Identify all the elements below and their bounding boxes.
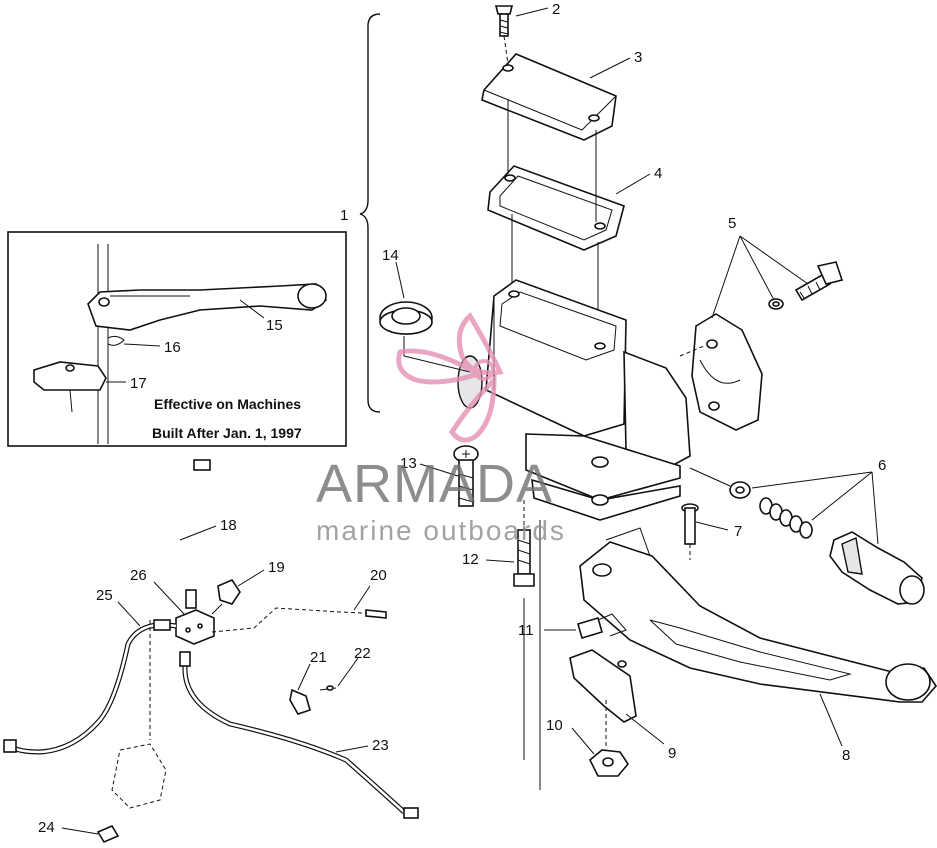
callout-23: 23 xyxy=(372,737,389,754)
callout-9: 9 xyxy=(668,745,676,762)
part-5-clamp xyxy=(679,261,844,431)
callout-13: 13 xyxy=(400,455,417,472)
callout-19: 19 xyxy=(268,559,285,576)
part-7-pivot-bolt xyxy=(681,503,699,560)
part-12-screw xyxy=(513,500,535,587)
callout-12: 12 xyxy=(462,551,479,568)
assembly-bracket xyxy=(359,13,381,413)
inset-caption-line-1: Effective on Machines xyxy=(154,396,301,412)
callouts: 1 2 3 4 5 6 7 8 9 10 11 12 13 14 15 xyxy=(38,1,886,836)
callout-18: 18 xyxy=(220,517,237,534)
part-13-banjo-bolt xyxy=(453,445,479,507)
callout-10: 10 xyxy=(546,717,563,734)
callout-11: 11 xyxy=(518,622,534,639)
pink-propeller-logo xyxy=(396,312,504,443)
watermark-tagline: marine outboards xyxy=(316,515,566,546)
callout-15: 15 xyxy=(266,317,283,334)
hose-assembly xyxy=(3,459,419,844)
inset-box: Effective on Machines Built After Jan. 1… xyxy=(7,231,347,447)
callout-17: 17 xyxy=(130,375,147,392)
callout-22: 22 xyxy=(354,645,371,662)
part-3-cover xyxy=(481,53,617,141)
callout-25: 25 xyxy=(96,587,113,604)
part-11-set-screw xyxy=(577,613,627,639)
part-6-piston-kit xyxy=(689,467,925,605)
callout-3: 3 xyxy=(634,49,642,66)
callout-5: 5 xyxy=(728,215,736,232)
callout-1: 1 xyxy=(340,207,348,224)
part-17-inset-block xyxy=(33,361,107,413)
callout-24: 24 xyxy=(38,819,55,836)
part-14-seal xyxy=(379,301,471,373)
callout-21: 21 xyxy=(310,649,327,666)
part-4-gasket xyxy=(487,165,625,251)
part-16-inset-spring xyxy=(107,335,125,346)
callout-26: 26 xyxy=(130,567,147,584)
watermark: ARMADA marine outboards xyxy=(316,312,566,546)
watermark-brand: ARMADA xyxy=(316,454,553,514)
inset-caption-line-2: Built After Jan. 1, 1997 xyxy=(152,425,302,441)
callout-6: 6 xyxy=(878,457,886,474)
part-10-nut xyxy=(589,700,629,777)
callout-2: 2 xyxy=(552,1,560,18)
callout-4: 4 xyxy=(654,165,662,182)
callout-8: 8 xyxy=(842,747,850,764)
callout-20: 20 xyxy=(370,567,387,584)
part-2-screw xyxy=(494,5,514,65)
part-8-lever xyxy=(579,527,937,703)
callout-16: 16 xyxy=(164,339,181,356)
callout-14: 14 xyxy=(382,247,399,264)
part-15-inset-lever xyxy=(87,283,328,331)
callout-7: 7 xyxy=(734,523,742,540)
part-9-block xyxy=(569,649,637,723)
